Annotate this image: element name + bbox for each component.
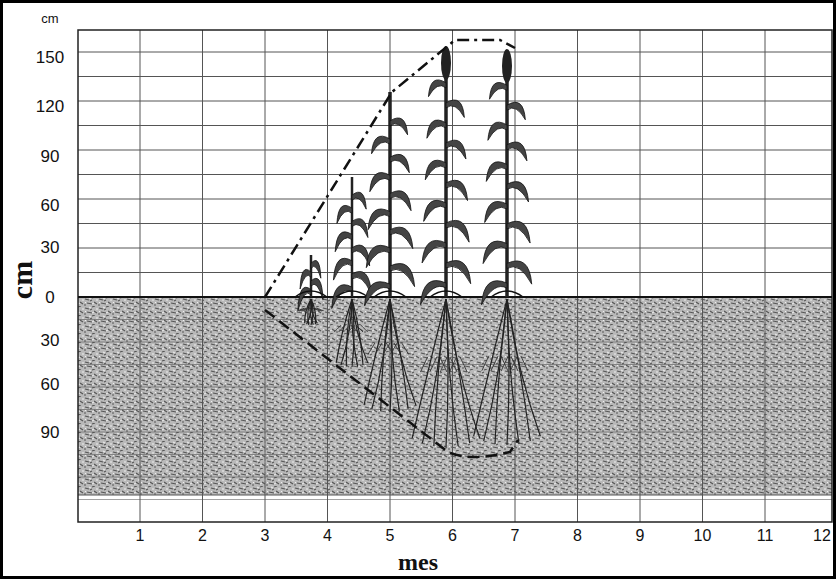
axis-title: mes — [398, 550, 438, 574]
axis-unit: cm — [7, 261, 37, 299]
tick-label: 0 — [43, 289, 56, 306]
tick-label: 1 — [136, 528, 145, 544]
tick-label: 12 — [813, 528, 831, 544]
tick-label: 60 — [39, 197, 62, 214]
height-envelope — [265, 40, 515, 297]
maize-plants — [295, 46, 540, 447]
tick-label: 3 — [261, 528, 270, 544]
tick-label: 11 — [757, 528, 774, 544]
root-envelope — [265, 310, 518, 457]
tick-label: 10 — [694, 528, 712, 544]
tick-label: 8 — [573, 528, 582, 544]
tick-label: 30 — [39, 239, 62, 256]
tick-label: 90 — [39, 424, 62, 441]
tick-label: 6 — [448, 528, 457, 544]
tick-label: 4 — [323, 528, 332, 544]
tick-label: 30 — [39, 332, 62, 349]
grid-lines — [78, 30, 832, 522]
tick-label: 2 — [198, 528, 207, 544]
tick-label: 7 — [511, 528, 520, 544]
tick-label: 90 — [39, 148, 62, 165]
tick-label: 5 — [386, 528, 395, 544]
tick-label: 150 — [34, 49, 66, 66]
tick-label: 120 — [34, 98, 66, 115]
soil-band — [78, 297, 832, 495]
tick-label: 60 — [39, 376, 62, 393]
tick-label: 9 — [636, 528, 645, 544]
axis-unit: cm — [41, 12, 58, 25]
